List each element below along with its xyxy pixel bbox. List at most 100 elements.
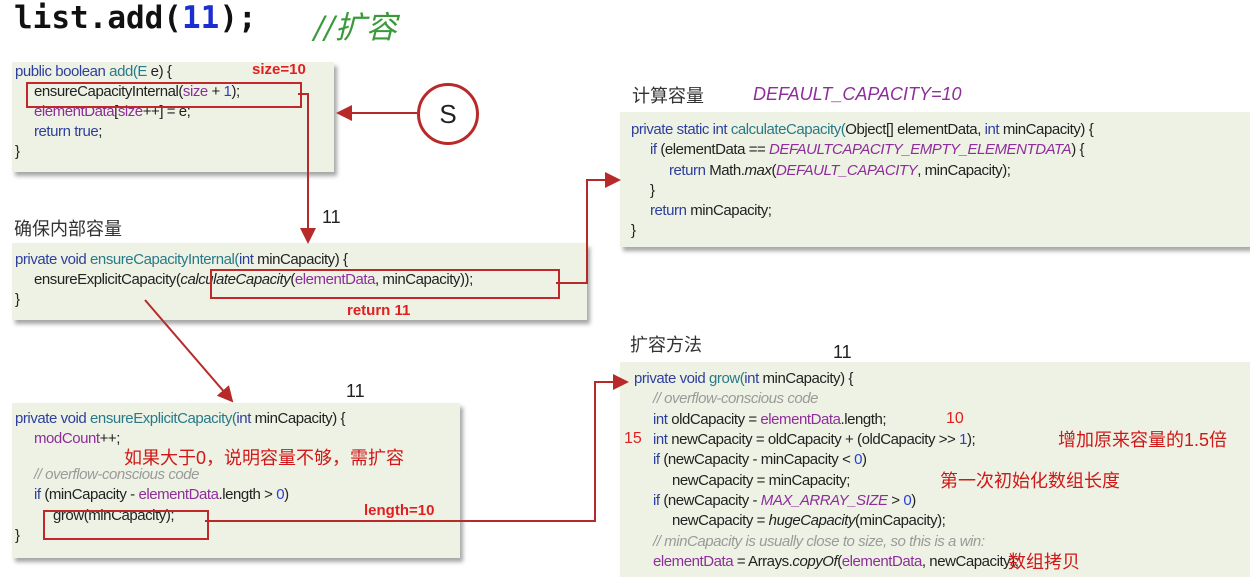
code-line: if (newCapacity - minCapacity < 0) xyxy=(634,450,1019,470)
ensure-explicit-panel xyxy=(12,403,460,558)
code-token: ++; xyxy=(99,430,121,448)
code-token: ); xyxy=(231,83,240,100)
code-token: private void xyxy=(15,410,91,427)
code-token: } xyxy=(15,143,20,160)
code-line: private static int calculateCapacity(Obj… xyxy=(631,120,1094,140)
factor-note: 增加原来容量的1.5倍 xyxy=(1058,430,1228,450)
code-line: int newCapacity = oldCapacity + (oldCapa… xyxy=(634,430,1019,450)
code-token: 1 xyxy=(959,431,967,449)
code-token: int xyxy=(744,370,759,387)
code-token: (newCapacity - minCapacity < xyxy=(659,451,855,469)
code-token: return true xyxy=(34,123,99,140)
new-capacity-value: 15 xyxy=(624,430,642,447)
code-line: return true; xyxy=(15,122,240,142)
size-annotation: size=10 xyxy=(252,61,306,78)
code-token: , minCapacity)); xyxy=(374,271,473,288)
code-token: grow( xyxy=(709,370,745,387)
code-line: private void grow(int minCapacity) { xyxy=(634,369,1019,389)
code-token: 1 xyxy=(223,83,232,100)
code-token: (elementData == xyxy=(656,141,770,159)
code-token: ; xyxy=(98,123,102,140)
arrow-internal-to-explicit xyxy=(144,299,234,403)
code-token: (minCapacity); xyxy=(855,512,946,530)
code-token: E xyxy=(137,63,147,80)
code-token: ( xyxy=(837,553,842,571)
code-token: (newCapacity - xyxy=(659,492,761,510)
grow-heading: 扩容方法 xyxy=(630,335,702,355)
code-token: 0 xyxy=(854,451,863,469)
code-token: // minCapacity is usually close to size,… xyxy=(653,532,985,550)
code-line: // overflow-conscious code xyxy=(15,465,345,485)
grow-arg: 11 xyxy=(833,342,852,362)
add-method-panel xyxy=(12,62,334,172)
title-arg: 11 xyxy=(181,0,220,36)
length-annotation: length=10 xyxy=(364,502,435,519)
code-token: ) xyxy=(911,492,916,510)
calculate-heading: 计算容量 xyxy=(632,86,704,106)
code-title: list.add(11); xyxy=(14,0,257,36)
code-line: private void ensureExplicitCapacity(int … xyxy=(15,409,345,429)
code-token: 0 xyxy=(276,486,285,504)
code-token: int xyxy=(653,431,668,449)
calculate-code: private static int calculateCapacity(Obj… xyxy=(631,120,1094,242)
title-comment: //扩容 xyxy=(314,10,397,46)
arrow-explicit-to-grow xyxy=(205,374,629,522)
code-line: public boolean add(E e) { xyxy=(15,62,240,82)
code-token: (minCapacity - xyxy=(40,486,139,504)
code-line: } xyxy=(15,526,345,546)
code-token: Object[] elementData, xyxy=(845,121,985,138)
code-token: , minCapacity); xyxy=(917,161,1011,179)
code-line: int oldCapacity = elementData.length; xyxy=(634,410,1019,430)
code-token: MAX_ARRAY_SIZE xyxy=(760,492,888,510)
ensure-internal-heading: 确保内部容量 xyxy=(14,219,122,239)
code-token: newCapacity = oldCapacity + (oldCapacity… xyxy=(667,431,960,449)
code-token: max xyxy=(744,161,772,179)
code-token: } xyxy=(15,291,20,308)
code-token: private static int xyxy=(631,121,731,138)
code-token: private void xyxy=(634,370,710,387)
calculate-panel xyxy=(620,112,1250,247)
code-token: ensureCapacityInternal( xyxy=(90,251,239,268)
code-token: return xyxy=(650,202,687,220)
highlight-box-grow xyxy=(43,510,209,540)
code-token: minCapacity) { xyxy=(250,410,346,427)
code-token: int xyxy=(984,121,1000,138)
code-token: } xyxy=(631,222,636,240)
code-token: ); xyxy=(967,431,976,449)
ensure-internal-code: private void ensureCapacityInternal(int … xyxy=(15,250,473,310)
code-token: + xyxy=(207,83,224,100)
code-token: private void xyxy=(15,251,91,268)
code-token: // overflow-conscious code xyxy=(34,465,200,483)
code-token: copyOf xyxy=(792,553,838,571)
code-line: newCapacity = hugeCapacity(minCapacity); xyxy=(634,511,1019,531)
code-token: DEFAULTCAPACITY_EMPTY_ELEMENTDATA xyxy=(769,141,1072,159)
code-token: minCapacity) { xyxy=(758,370,854,387)
code-line: // minCapacity is usually close to size,… xyxy=(634,532,1019,552)
code-token: elementData xyxy=(294,271,376,288)
code-token: ( xyxy=(771,161,777,179)
code-token: } xyxy=(15,527,20,545)
code-token: if xyxy=(650,141,657,159)
code-token: , newCapacity); xyxy=(921,553,1019,571)
code-token: newCapacity = xyxy=(672,512,769,530)
code-token: calculateCapacity( xyxy=(730,121,846,138)
code-line: } xyxy=(631,181,1093,201)
ensure-explicit-arg: 11 xyxy=(346,381,365,401)
return-annotation: return 11 xyxy=(347,302,411,319)
ensure-internal-panel xyxy=(12,243,587,320)
code-token: ensureExplicitCapacity( xyxy=(90,410,237,427)
grow-panel xyxy=(620,362,1250,577)
code-token: size xyxy=(182,83,208,100)
code-line: } xyxy=(631,221,1093,241)
code-line: if (newCapacity - MAX_ARRAY_SIZE > 0) xyxy=(634,491,1019,511)
code-token: e) { xyxy=(146,63,172,80)
s-circle: S xyxy=(417,83,479,145)
code-token: > xyxy=(887,492,904,510)
code-token: oldCapacity = xyxy=(667,410,761,428)
code-token: elementData xyxy=(138,486,219,504)
code-token: newCapacity = minCapacity; xyxy=(672,471,850,489)
code-token: calculateCapacity xyxy=(180,271,291,288)
old-capacity-value: 10 xyxy=(946,410,964,427)
code-line: ensureExplicitCapacity(calculateCapacity… xyxy=(15,270,473,290)
code-line: ensureCapacityInternal(size + 1); xyxy=(15,82,240,102)
